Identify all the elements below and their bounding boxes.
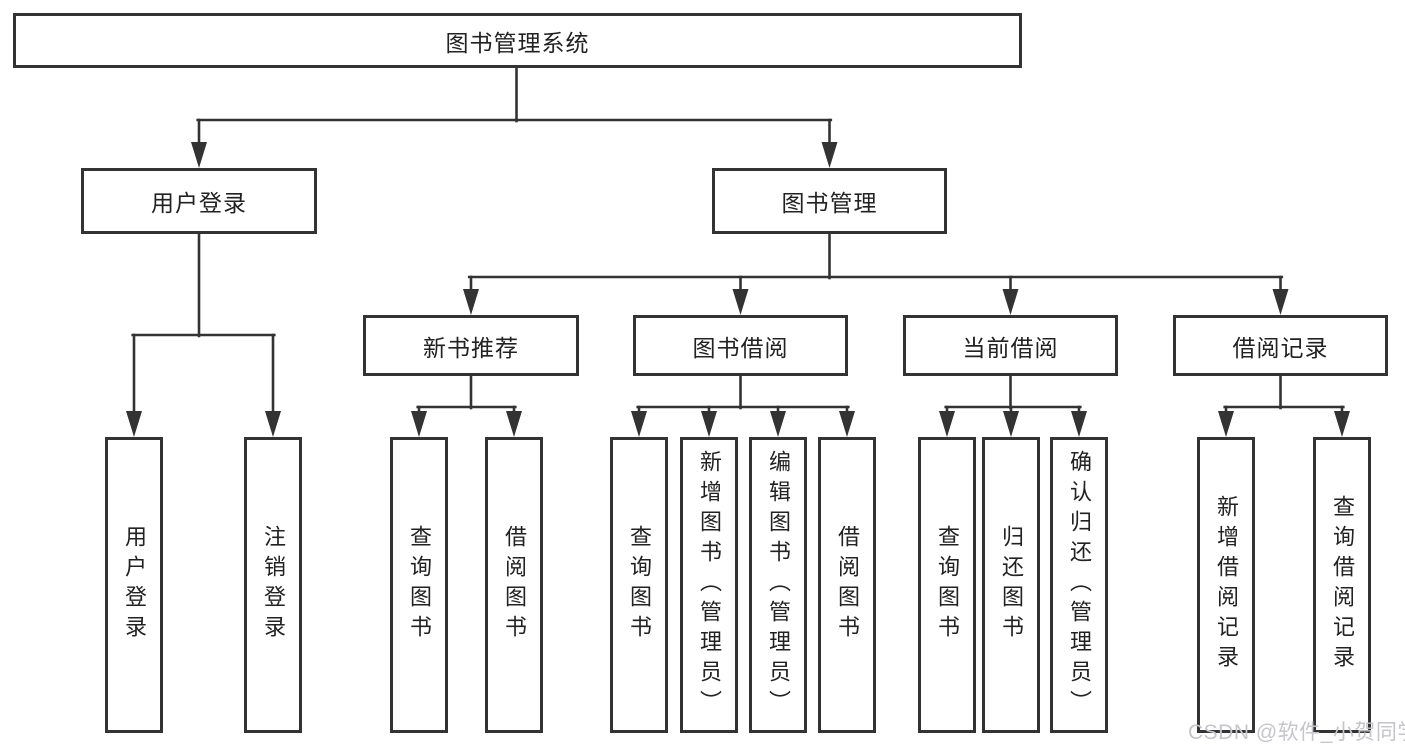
- leaf-borrowing-borrow-book: 借阅图书: [818, 437, 876, 733]
- node-book-borrowing: 图书借阅: [633, 315, 848, 376]
- leaf-recommend-borrow-book: 借阅图书: [485, 437, 543, 733]
- arrowhead-icon: [191, 142, 207, 168]
- leaf-logout: 注销登录: [244, 437, 302, 733]
- arrowhead-icon: [1071, 411, 1087, 437]
- leaf-edit-book-admin: 编辑图书（管理员）: [749, 437, 807, 733]
- node-label: 当前借阅: [962, 334, 1059, 361]
- leaf-label: 归还图书: [999, 525, 1024, 645]
- node-label: 图书管理: [781, 190, 878, 216]
- arrowhead-icon: [821, 142, 838, 168]
- arrowhead-icon: [839, 411, 855, 437]
- node-label: 新书推荐: [423, 334, 519, 361]
- leaf-label: 查询借阅记录: [1330, 495, 1355, 675]
- leaf-borrowing-query-book: 查询图书: [610, 437, 668, 733]
- arrowhead-icon: [939, 411, 955, 437]
- arrowhead-icon: [1218, 411, 1234, 437]
- arrowhead-icon: [265, 411, 281, 437]
- arrowhead-icon: [770, 411, 786, 437]
- arrowhead-icon: [1003, 411, 1019, 437]
- csdn-watermark: CSDN @软件_小贺同学: [1188, 721, 1405, 744]
- arrowhead-icon: [1334, 411, 1350, 437]
- node-label: 图书借阅: [692, 334, 789, 361]
- arrowhead-icon: [631, 411, 647, 437]
- leaf-label: 新增图书（管理员）: [697, 450, 722, 720]
- node-user-login: 用户登录: [81, 168, 317, 234]
- leaf-label: 查询图书: [407, 525, 432, 645]
- arrowhead-icon: [732, 289, 749, 315]
- leaf-label: 借阅图书: [835, 525, 860, 645]
- arrowhead-icon: [463, 289, 479, 315]
- arrowhead-icon: [506, 411, 522, 437]
- node-current-borrowing: 当前借阅: [903, 315, 1118, 376]
- leaf-current-query-book: 查询图书: [918, 437, 976, 733]
- node-label: 用户登录: [151, 190, 247, 216]
- leaf-label: 借阅图书: [502, 525, 527, 645]
- leaf-label: 查询图书: [627, 525, 652, 645]
- node-library-management-system: 图书管理系统: [13, 13, 1022, 68]
- arrowhead-icon: [411, 411, 427, 437]
- leaf-return-book: 归还图书: [982, 437, 1040, 733]
- node-label: 借阅记录: [1232, 334, 1329, 361]
- leaf-label: 编辑图书（管理员）: [766, 450, 791, 720]
- leaf-label: 注销登录: [261, 525, 286, 645]
- leaf-user-login: 用户登录: [105, 437, 163, 733]
- arrowhead-icon: [1002, 289, 1019, 315]
- node-borrowing-records: 借阅记录: [1173, 315, 1388, 376]
- arrowhead-icon: [1272, 289, 1289, 315]
- leaf-label: 查询图书: [935, 525, 960, 645]
- arrowhead-icon: [701, 411, 717, 437]
- leaf-label: 用户登录: [122, 525, 147, 645]
- node-label: 图书管理系统: [445, 29, 590, 56]
- leaf-label: 新增借阅记录: [1214, 495, 1239, 675]
- leaf-add-book-admin: 新增图书（管理员）: [680, 437, 738, 733]
- leaf-add-borrow-record: 新增借阅记录: [1197, 437, 1255, 733]
- leaf-confirm-return-admin: 确认归还（管理员）: [1050, 437, 1108, 733]
- leaf-recommend-query-book: 查询图书: [390, 437, 448, 733]
- arrowhead-icon: [126, 411, 142, 437]
- leaf-query-borrow-record: 查询借阅记录: [1313, 437, 1371, 733]
- node-new-book-recommendation: 新书推荐: [363, 315, 579, 376]
- leaf-label: 确认归还（管理员）: [1067, 450, 1092, 720]
- node-book-management: 图书管理: [712, 168, 947, 234]
